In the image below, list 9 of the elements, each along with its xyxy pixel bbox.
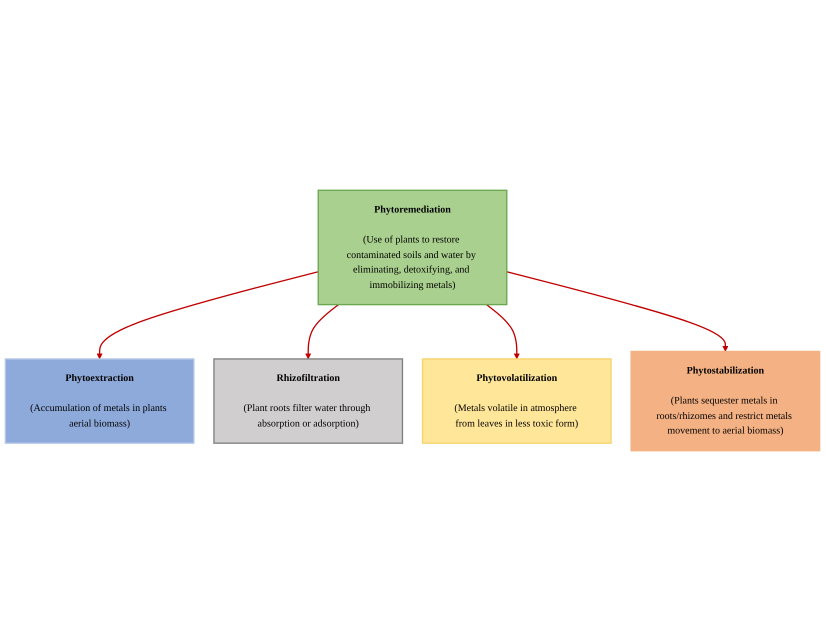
arrow xyxy=(96,271,318,360)
node-box: Phytovolatilization (Metals volatile in atmosphere from leaves in less toxic form) xyxy=(422,358,612,444)
arrow xyxy=(506,271,728,352)
arrow xyxy=(486,304,520,360)
node-box: Rhizofiltration (Plant roots filter water through absorption or adsorption) xyxy=(213,358,404,444)
node-box: Phytoremediation (Use of plants to restore contaminated soils and water by eliminating, detoxifying, and immobilizing metals) xyxy=(318,190,508,306)
arrow xyxy=(305,304,339,360)
node-box: Phytostabilization (Plants sequester metals in roots/rhizomes and restrict metals movement to aerial biomass) xyxy=(630,350,820,452)
node-box: Phytoextraction (Accumulation of metals in plants aerial biomass) xyxy=(4,358,195,444)
